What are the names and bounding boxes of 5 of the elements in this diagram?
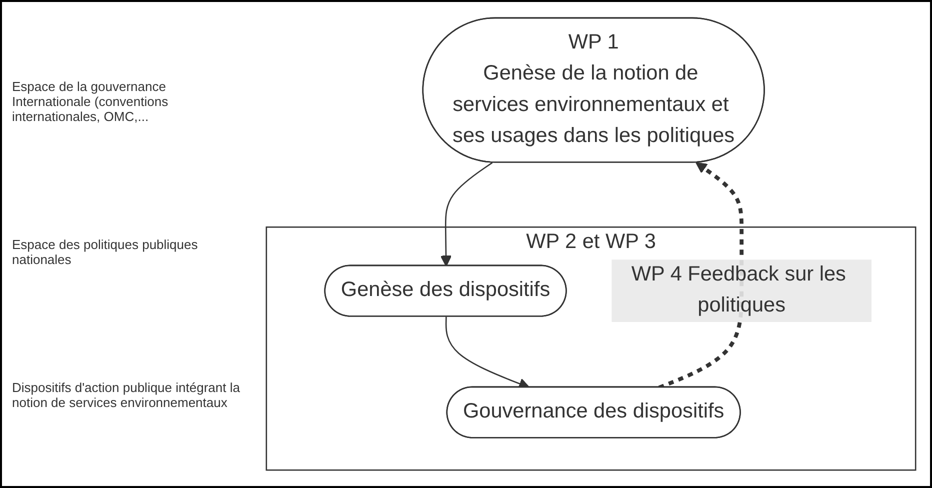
region-label: Espace des politiques publiques nationales xyxy=(12,236,199,266)
arrow xyxy=(440,162,493,267)
edge-label: WP 4 Feedback sur les politiques xyxy=(631,263,846,317)
region-label: Espace de la gouvernance Internationale (conventions internationales, OMC,... xyxy=(12,78,170,124)
region-label: Dispositifs d'action publique intégrant la notion de services environnementaux xyxy=(12,380,241,410)
